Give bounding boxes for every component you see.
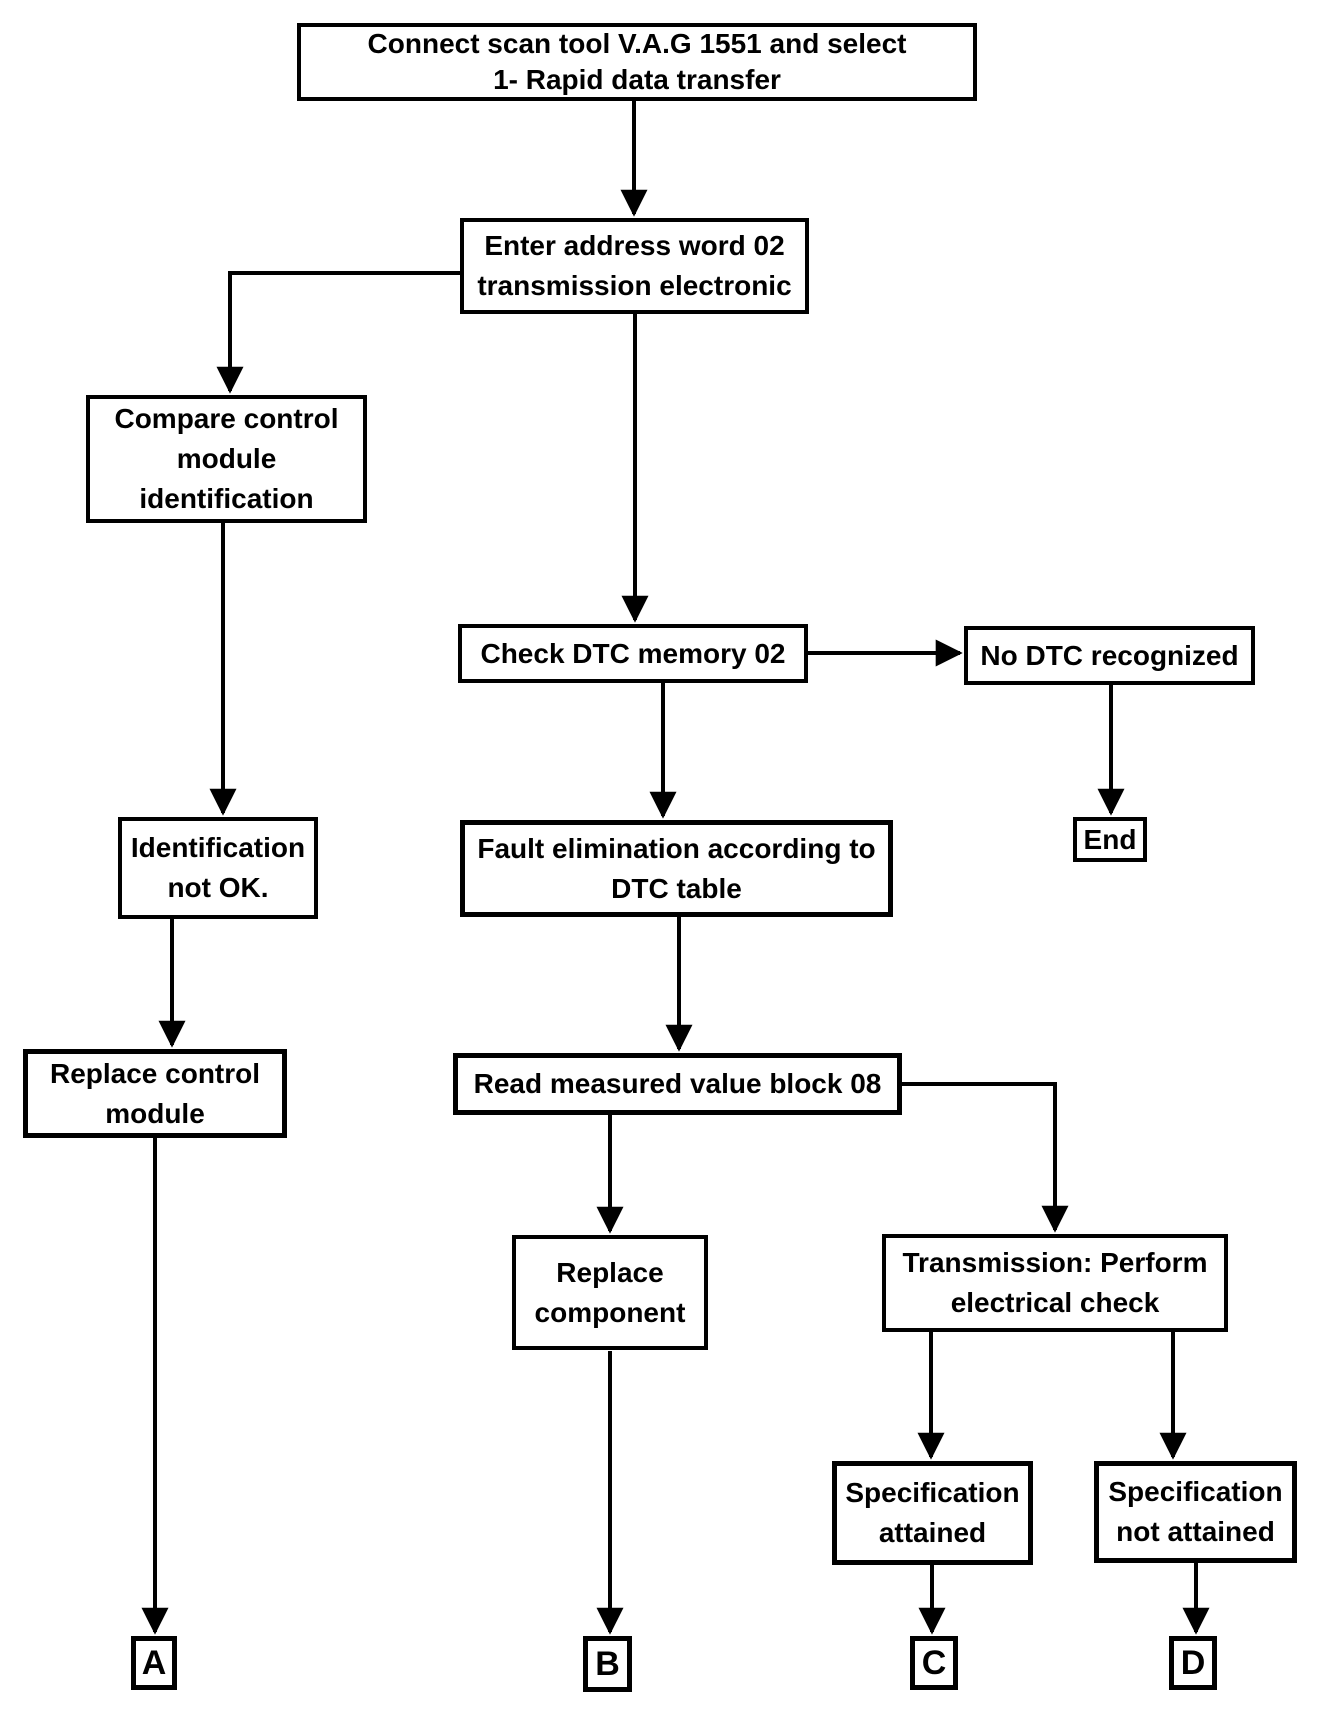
node-no-dtc-recognized: No DTC recognized	[964, 626, 1255, 685]
node-check-dtc-memory: Check DTC memory 02	[458, 624, 808, 683]
node-transmission-electrical-check: Transmission: Perform electrical check	[882, 1234, 1228, 1332]
node-read-measured-value-block: Read measured value block 08	[453, 1053, 902, 1115]
arrow-read-block-to-trans-check	[902, 1082, 1069, 1233]
node-compare-control-module: Compare control module identification	[86, 395, 367, 523]
node-identification-not-ok: Identification not OK.	[118, 817, 318, 919]
connector-b: B	[583, 1636, 632, 1692]
node-connect-scan-tool: Connect scan tool V.A.G 1551 and select …	[297, 23, 977, 101]
arrow-enter-to-compare	[216, 271, 460, 394]
connector-c: C	[910, 1636, 958, 1690]
node-specification-not-attained: Specification not attained	[1094, 1461, 1297, 1563]
node-enter-address-word: Enter address word 02 transmission elect…	[460, 218, 809, 314]
node-end: End	[1073, 817, 1147, 862]
node-specification-attained: Specification attained	[832, 1461, 1033, 1565]
node-fault-elimination: Fault elimination according to DTC table	[460, 820, 893, 917]
node-replace-component: Replace component	[512, 1235, 708, 1350]
connector-d: D	[1169, 1636, 1217, 1690]
node-replace-control-module: Replace control module	[23, 1049, 287, 1138]
connector-a: A	[131, 1636, 177, 1690]
